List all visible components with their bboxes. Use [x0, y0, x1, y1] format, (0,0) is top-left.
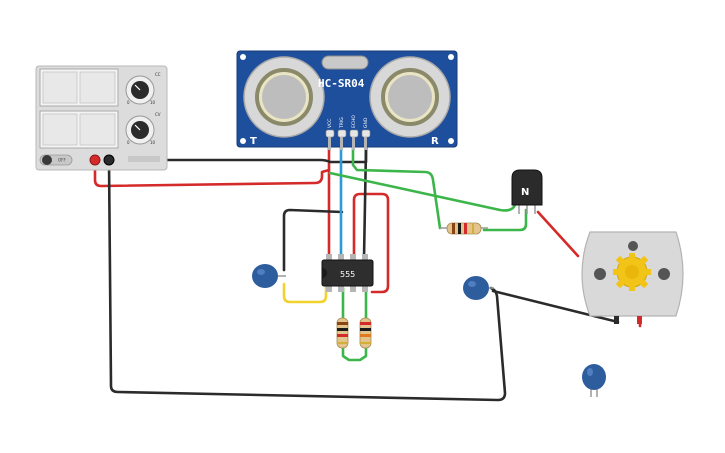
receiver-transducer	[369, 56, 451, 138]
pin-label-trig: TRIG	[339, 117, 345, 129]
chip-pin	[362, 284, 368, 292]
sensor-mark-t: T	[250, 136, 257, 147]
sensor-title: HC-SR04	[318, 77, 365, 90]
wire-red-555-loop[interactable]	[352, 192, 390, 294]
sensor-pin-headers[interactable]	[325, 129, 371, 150]
motor-gear-icon	[613, 253, 651, 291]
mount-hole	[240, 138, 246, 144]
power-switch[interactable]: OFF	[39, 154, 73, 166]
transmitter-transducer	[243, 56, 325, 138]
timer-555-chip[interactable]: 555	[321, 254, 374, 292]
npn-transistor[interactable]: N	[511, 169, 543, 214]
transistor-label: N	[521, 187, 529, 198]
crystal-oscillator	[321, 55, 369, 70]
capacitor-middle[interactable]	[463, 276, 494, 300]
wire-black-psu-to-gnd[interactable]	[107, 146, 368, 164]
pin-label-echo: ECHO	[351, 115, 357, 128]
display-segment	[42, 113, 78, 146]
motor-terminal-positive[interactable]	[637, 316, 642, 324]
wire-red-transistor-to-motor[interactable]	[536, 210, 580, 258]
wires	[93, 146, 642, 402]
knob-label-min: 0	[127, 100, 130, 105]
wire-green-resistor-to-base[interactable]	[482, 208, 528, 232]
ultrasonic-sensor[interactable]: HC-SR04 T R VCC TRIG ECHO GND	[236, 50, 458, 150]
resistor-left[interactable]	[336, 317, 349, 349]
wire-black-left-loop[interactable]	[282, 208, 344, 272]
chip-label: 555	[340, 270, 355, 279]
mount-hole	[448, 138, 454, 144]
knob-label-max: 10	[150, 100, 156, 105]
chip-pin	[338, 254, 344, 262]
wire-endpoints	[93, 158, 111, 162]
chip-pin	[326, 284, 332, 292]
wire-black-555-to-cap[interactable]	[362, 146, 368, 260]
wire-yellow-cap[interactable]	[282, 282, 328, 304]
sensor-mark-r: R	[431, 136, 439, 147]
chip-notch	[322, 268, 327, 278]
chip-pin	[326, 254, 332, 262]
power-supply[interactable]: CC CV 0 10 0 10 OFF	[35, 65, 168, 171]
display-segment	[42, 71, 78, 104]
vent-slot	[128, 156, 160, 162]
resistor-middle[interactable]	[359, 317, 372, 349]
wire-black-cap-to-motor[interactable]	[491, 289, 620, 324]
motor-screw	[594, 268, 606, 280]
knob-label-max: 10	[150, 140, 156, 145]
wire-green-echo-to-resistor[interactable]	[351, 146, 442, 230]
wire-red-psu-to-vcc[interactable]	[93, 146, 331, 188]
mount-hole	[240, 54, 246, 60]
dc-motor[interactable]	[581, 231, 684, 324]
power-switch-label: OFF	[58, 158, 66, 163]
display-segment	[79, 71, 116, 104]
resistor-right[interactable]	[440, 222, 488, 235]
wire-black-bottom-loop[interactable]	[107, 158, 507, 402]
knob-label-cv: CV	[155, 112, 161, 117]
chip-pin	[362, 254, 368, 262]
mount-hole	[448, 54, 454, 60]
pin-label-gnd: GND	[363, 117, 369, 128]
knob-label-cc: CC	[155, 72, 161, 77]
motor-terminal-negative[interactable]	[614, 316, 619, 324]
motor-screw	[658, 268, 670, 280]
wire-green-to-transistor[interactable]	[328, 171, 517, 212]
chip-pin	[338, 284, 344, 292]
voltage-knob[interactable]	[125, 75, 155, 105]
knob-label-min: 0	[127, 140, 130, 145]
chip-pin	[350, 254, 356, 262]
pin-label-vcc: VCC	[327, 119, 333, 128]
current-knob[interactable]	[125, 115, 155, 145]
display-segment	[79, 113, 116, 146]
chip-pin	[350, 284, 356, 292]
capacitor-left[interactable]	[252, 264, 286, 288]
motor-screw	[628, 241, 638, 251]
capacitor-spare[interactable]	[582, 364, 606, 397]
